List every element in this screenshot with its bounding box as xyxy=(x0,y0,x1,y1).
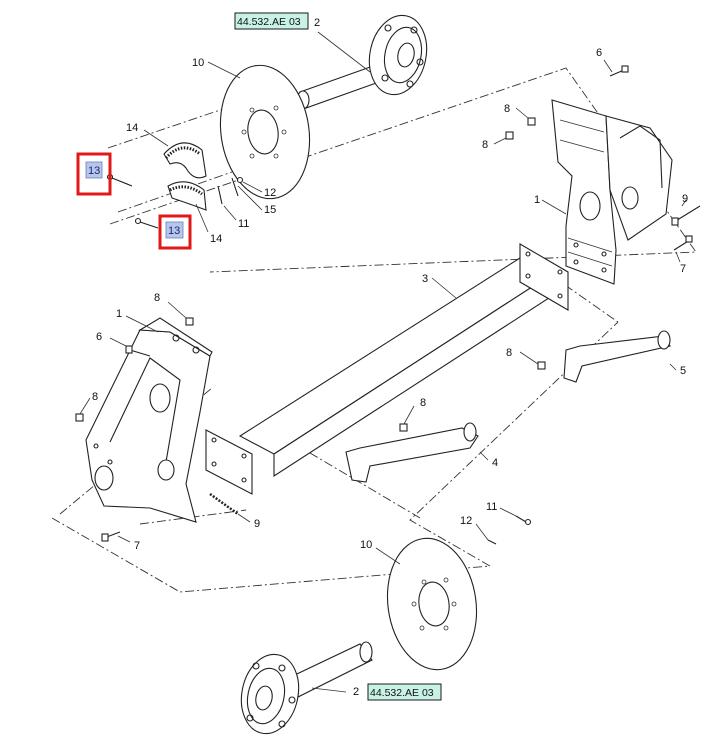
callout-screw-12-top: 12 xyxy=(264,187,276,199)
tone-ring-parts xyxy=(143,129,209,233)
callout-nut-8-left-top: 8 xyxy=(154,292,160,304)
arm-5 xyxy=(519,330,677,383)
callout-bolt-6-right: 6 xyxy=(596,47,602,59)
callout-axle-3: 3 xyxy=(422,273,428,285)
callout-screw-12-bottom: 12 xyxy=(460,515,472,527)
callout-bolt-9-left: 9 xyxy=(254,518,260,530)
callout-nut-8-arm5: 8 xyxy=(506,347,512,359)
reference-box-top[interactable]: 44.532.AE 03 xyxy=(234,12,309,30)
callout-disc-bottom: 10 xyxy=(360,539,372,551)
hub-spindle-bottom xyxy=(240,641,373,735)
callout-nut-8-left: 8 xyxy=(92,391,98,403)
hub-spindle-top xyxy=(296,14,428,110)
arm-4 xyxy=(345,405,489,483)
callout-bolt-9-right: 9 xyxy=(682,193,688,205)
axle-bracket-left xyxy=(85,315,213,523)
callout-ring-lower: 14 xyxy=(210,233,222,245)
callout-screw-11-top: 11 xyxy=(238,218,249,230)
callout-bolt-7-right: 7 xyxy=(680,263,686,275)
callout-numbers: 2 2 10 10 14 14 12 15 11 6 8 8 1 9 7 3 8… xyxy=(92,17,688,698)
callout-ring-upper: 14 xyxy=(126,122,138,134)
disc-top xyxy=(207,61,311,200)
highlighted-callout-13-b[interactable]: 13 xyxy=(158,214,192,250)
reference-box-bottom[interactable]: 44.532.AE 03 xyxy=(367,683,442,701)
callout-nut-8-r2: 8 xyxy=(482,139,488,151)
callout-bracket-1-right: 1 xyxy=(534,194,540,206)
callout-hub-top: 2 xyxy=(314,17,320,29)
hardware-right xyxy=(493,59,701,263)
callout-hub-bottom: 2 xyxy=(353,686,359,698)
callout-bracket-1-left: 1 xyxy=(116,308,122,320)
small-screws-bottom xyxy=(475,507,532,545)
callout-bolt-7-left: 7 xyxy=(134,540,140,552)
callout-nut-8-r1: 8 xyxy=(504,103,510,115)
highlighted-callout-13-b-text: 13 xyxy=(168,225,180,237)
callout-arm-4: 4 xyxy=(492,457,498,469)
callout-bolt-6-left: 6 xyxy=(96,331,102,343)
callout-screw-15: 15 xyxy=(264,204,276,216)
callout-disc-top: 10 xyxy=(192,57,204,69)
axle-tube xyxy=(205,243,569,495)
disc-bottom xyxy=(375,537,478,671)
reference-label-bottom: 44.532.AE 03 xyxy=(370,687,434,699)
callout-nut-8-arm4: 8 xyxy=(420,397,426,409)
callout-arm-5: 5 xyxy=(680,365,686,377)
highlighted-callout-13-a-text: 13 xyxy=(88,165,100,177)
hardware-left xyxy=(75,301,251,543)
callout-screw-11-bottom: 11 xyxy=(486,501,497,513)
highlighted-callout-13-a[interactable]: 13 xyxy=(76,152,112,196)
reference-label-top: 44.532.AE 03 xyxy=(237,16,301,28)
axle-bracket-right xyxy=(541,99,673,285)
